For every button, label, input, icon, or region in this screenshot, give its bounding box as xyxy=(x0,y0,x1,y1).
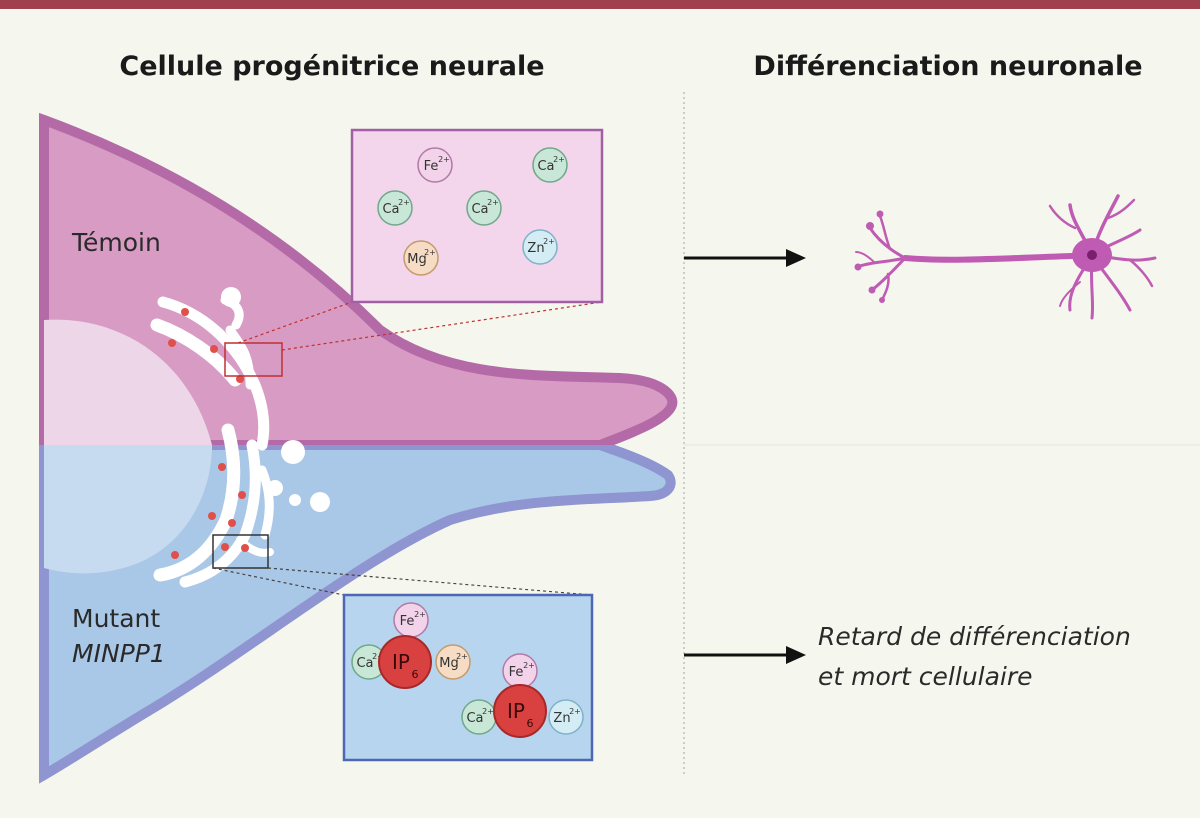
arrow-control xyxy=(684,249,806,267)
zoom-line xyxy=(267,567,593,596)
label-control: Témoin xyxy=(71,228,161,257)
label-mutant: Mutant xyxy=(72,604,160,633)
ion-symbol: Ca xyxy=(356,656,373,671)
ion-symbol: Zn xyxy=(527,241,544,256)
control-cell xyxy=(39,112,678,445)
ions-panel-mutant xyxy=(342,593,594,762)
ion-symbol: Mg xyxy=(439,656,458,671)
arrow-mutant xyxy=(684,646,806,664)
ion-symbol: Ca xyxy=(382,202,399,217)
ion-symbol: Fe xyxy=(400,614,415,629)
nucleus-bottom xyxy=(44,445,212,574)
neuron-soma xyxy=(854,210,1112,303)
ion-charge: 2+ xyxy=(543,237,555,246)
ion-ca: Ca2+ xyxy=(466,190,502,226)
vesicles xyxy=(221,287,330,512)
ion-symbol: Fe xyxy=(424,159,439,174)
ip6-label: IP xyxy=(392,650,410,674)
red-particles xyxy=(168,308,249,559)
ip6-molecule: IP6 xyxy=(493,684,547,738)
ion-zn: Zn2+ xyxy=(548,699,584,735)
ion-ca: Ca2+ xyxy=(461,699,497,735)
zoom-region-mutant xyxy=(212,534,269,569)
ion-charge: 2+ xyxy=(456,652,468,661)
ion-charge: 2+ xyxy=(424,248,436,257)
ion-mg: Mg2+ xyxy=(403,240,439,276)
ion-symbol: Fe xyxy=(509,665,524,680)
ion-charge: 2+ xyxy=(438,155,450,164)
outcome-line-2: et mort cellulaire xyxy=(818,662,1033,691)
ion-charge: 2+ xyxy=(372,652,384,661)
zoom-line xyxy=(237,301,353,344)
ion-zn: Zn2+ xyxy=(522,229,558,265)
heading-right: Différenciation neuronale xyxy=(753,51,1142,82)
ion-symbol: Ca xyxy=(537,159,554,174)
mutant-cell xyxy=(39,445,676,784)
ion-symbol: Ca xyxy=(471,202,488,217)
ion-symbol: Ca xyxy=(466,711,483,726)
ip6-molecule: IP6 xyxy=(378,635,432,689)
ion-symbol: Mg xyxy=(407,252,426,267)
ion-charge: 2+ xyxy=(487,198,499,207)
ip6-subscript: 6 xyxy=(527,717,534,730)
ion-charge: 2+ xyxy=(414,610,426,619)
ion-mg: Mg2+ xyxy=(435,644,471,680)
ion-charge: 2+ xyxy=(523,661,535,670)
outcome-line-1: Retard de différenciation xyxy=(818,622,1131,651)
ip6-label: IP xyxy=(507,699,525,723)
ion-charge: 2+ xyxy=(482,707,494,716)
ion-symbol: Zn xyxy=(553,711,570,726)
nucleus-top xyxy=(44,319,212,445)
zoom-line xyxy=(212,567,345,596)
ion-ca: Ca2+ xyxy=(351,644,387,680)
ion-charge: 2+ xyxy=(553,155,565,164)
top-accent-bar xyxy=(0,0,1200,9)
ion-charge: 2+ xyxy=(398,198,410,207)
ion-charge: 2+ xyxy=(569,707,581,716)
label-mutant-gene: MINPP1 xyxy=(72,639,166,668)
ion-ca: Ca2+ xyxy=(377,190,413,226)
ip6-subscript: 6 xyxy=(412,668,419,681)
zoom-region-control xyxy=(224,342,283,377)
ion-ca: Ca2+ xyxy=(532,147,568,183)
heading-left: Cellule progénitrice neurale xyxy=(119,51,544,82)
